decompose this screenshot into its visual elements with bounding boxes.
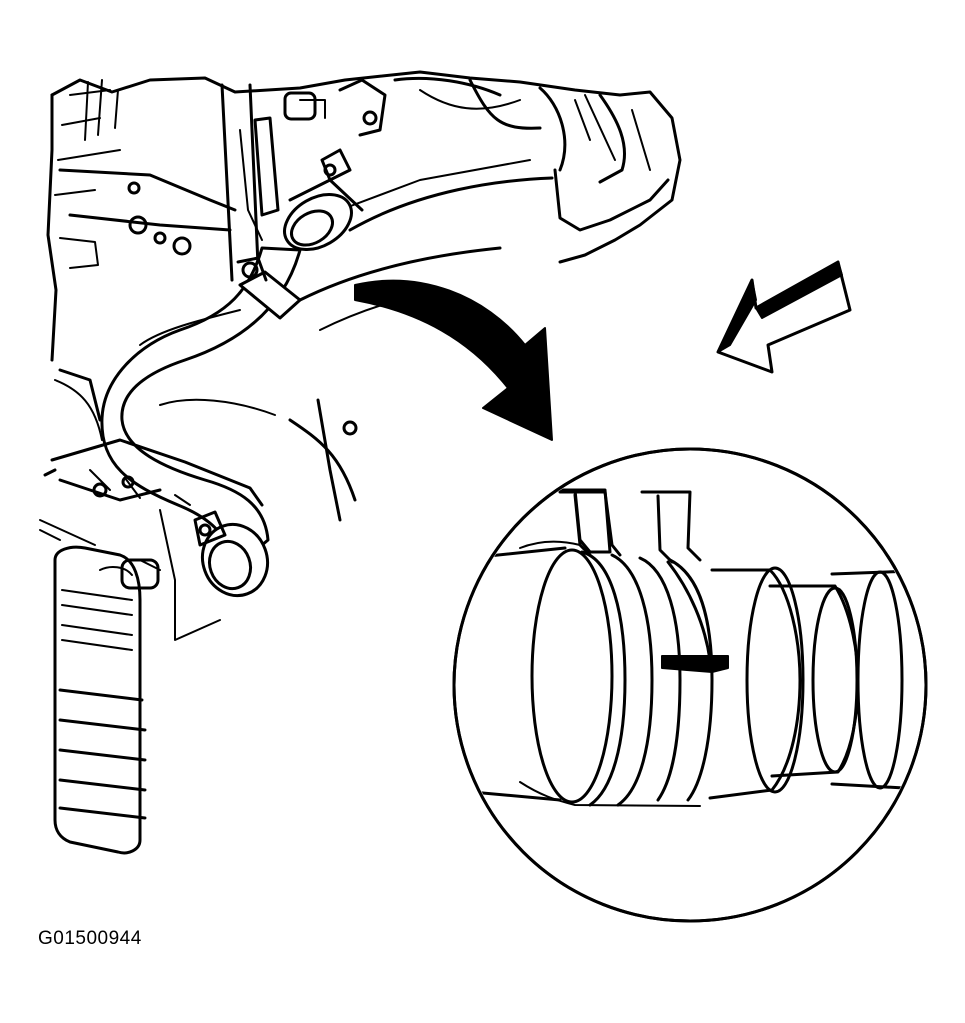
mounting-bracket [39,368,264,641]
view-direction-arrow [716,260,852,374]
upper-coolant-hose [100,178,364,598]
engine-block [46,70,682,522]
radiator [53,545,160,855]
figure-id-label: G01500944 [38,928,142,949]
curved-arrow [354,279,553,441]
detail-inset [452,447,928,923]
